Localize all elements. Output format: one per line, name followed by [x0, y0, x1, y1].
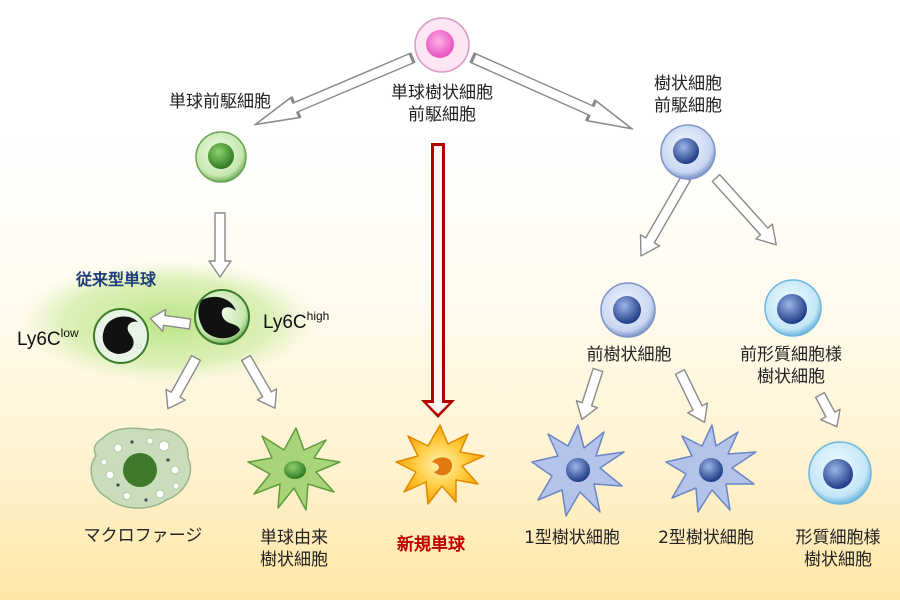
arrow-to-monocyte-precursor — [253, 52, 416, 126]
dc-precursor-cell — [660, 124, 716, 180]
label-ly6c-high: Ly6Chigh — [263, 309, 330, 333]
label-pre-dc: 前樹状細胞 — [586, 345, 672, 365]
arrow-to-macrophage — [165, 354, 202, 410]
label-mdp: 単球樹状細胞 前駆細胞 — [391, 83, 493, 125]
label-dc-precursor: 樹状細胞 前駆細胞 — [654, 74, 722, 116]
label-macrophage: マクロファージ — [83, 526, 203, 546]
label-new-monocyte: 新規単球 — [397, 535, 465, 555]
arrow-to-pre-dc — [639, 174, 692, 257]
new-monocyte-cell — [395, 424, 485, 505]
arrow-to-ly6c-high — [208, 212, 232, 278]
arrow-to-mo-dc — [240, 354, 278, 409]
arrow-to-dc-precursor — [469, 52, 634, 130]
type2-dc-cell — [665, 424, 757, 513]
mo-dc-cell — [247, 427, 341, 511]
arrow-to-type2-dc — [674, 369, 709, 424]
label-monocyte-precursor: 単球前駆細胞 — [169, 92, 271, 112]
type1-dc-cell — [531, 424, 625, 517]
monocyte-precursor-cell — [195, 131, 247, 183]
arrow-to-pre-pdc — [711, 173, 777, 246]
pdc-cell — [808, 441, 872, 505]
label-ly6c-low: Ly6Clow — [17, 326, 79, 350]
arrow-to-pdc — [814, 391, 841, 428]
label-pdc: 形質細胞様 樹状細胞 — [795, 528, 881, 570]
label-type1-dc: 1型樹状細胞 — [524, 528, 620, 548]
ly6c-low-cell — [93, 308, 149, 364]
arrow-to-type1-dc — [575, 367, 604, 421]
macrophage-cell — [90, 427, 192, 509]
label-conventional-monocyte: 従来型単球 — [76, 270, 157, 289]
arrow-to-ly6c-low — [149, 308, 192, 332]
pre-dc-cell — [600, 282, 656, 338]
ly6c-high-cell — [194, 289, 250, 345]
arrow-to-new-monocyte — [421, 143, 455, 418]
label-type2-dc: 2型樹状細胞 — [658, 528, 754, 548]
pre-pdc-cell — [764, 279, 822, 337]
mdp-cell — [414, 17, 470, 73]
label-pre-pdc: 前形質細胞様 樹状細胞 — [740, 345, 842, 387]
label-mo-dc: 単球由来 樹状細胞 — [260, 528, 328, 570]
